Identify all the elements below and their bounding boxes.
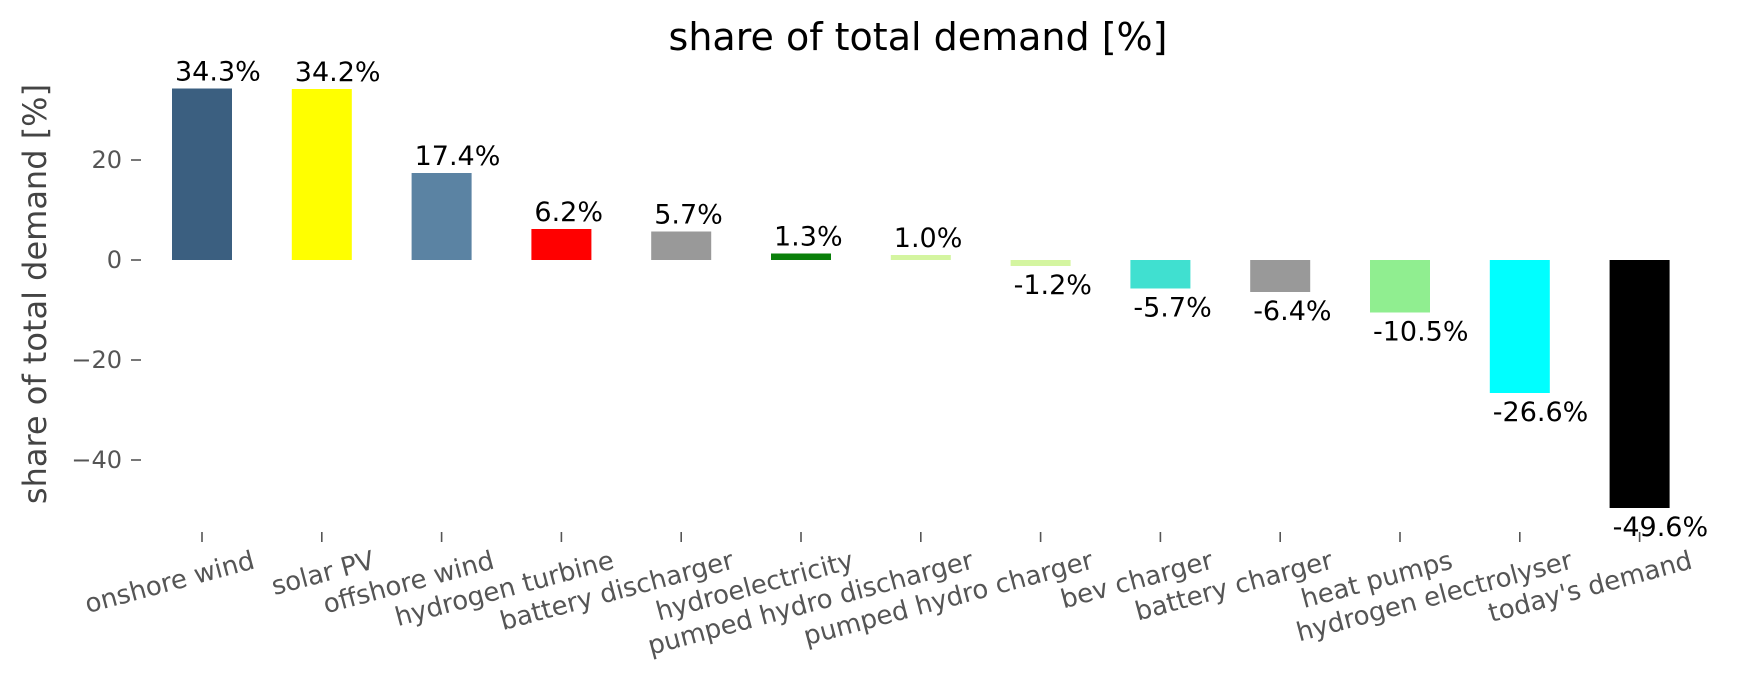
bar-pumped-hydro-discharger (890, 255, 951, 260)
data-label: 34.3% (175, 57, 261, 88)
y-tick-label: −40 (71, 446, 122, 474)
data-label: -6.4% (1253, 296, 1331, 327)
data-label: 17.4% (415, 141, 501, 172)
bar-today-s-demand (1609, 260, 1670, 508)
x-tick-label: onshore wind (82, 546, 258, 620)
y-axis-label: share of total demand [%] (16, 84, 54, 504)
data-label: 34.2% (295, 57, 381, 88)
data-label: 6.2% (534, 197, 603, 228)
bar-solar-pv (291, 89, 352, 260)
bar-hydrogen-turbine (531, 229, 592, 260)
chart-title: share of total demand [%] (669, 15, 1168, 59)
data-label: -1.2% (1014, 270, 1092, 301)
y-tick-label: 0 (107, 246, 122, 274)
y-axis: −40 −20 0 20 (71, 146, 141, 474)
data-label: -49.6% (1613, 512, 1709, 543)
data-label: -5.7% (1133, 293, 1211, 324)
y-tick-label: 20 (91, 146, 122, 174)
data-label: -26.6% (1493, 397, 1589, 428)
bar-hydroelectricity (771, 253, 831, 260)
bar-heat-pumps (1370, 260, 1430, 313)
data-label: 5.7% (654, 200, 723, 231)
data-label: 1.3% (774, 222, 843, 253)
bar-battery-charger (1250, 260, 1311, 292)
bar-pumped-hydro-charger (1010, 260, 1071, 266)
data-labels: 34.3% 34.2% 17.4% 6.2% 5.7% 1.3% 1.0% -1.2% -5.7… (175, 57, 1708, 544)
data-label: 1.0% (894, 223, 963, 254)
data-label: -10.5% (1373, 317, 1469, 348)
y-tick-label: −20 (71, 346, 122, 374)
bar-offshore-wind (411, 173, 472, 260)
bar-hydrogen-electrolyser (1489, 260, 1550, 393)
bar-bev-charger (1130, 260, 1191, 289)
bar-battery-discharger (651, 231, 712, 260)
bar-onshore-wind (172, 88, 232, 260)
bars (172, 88, 1670, 508)
